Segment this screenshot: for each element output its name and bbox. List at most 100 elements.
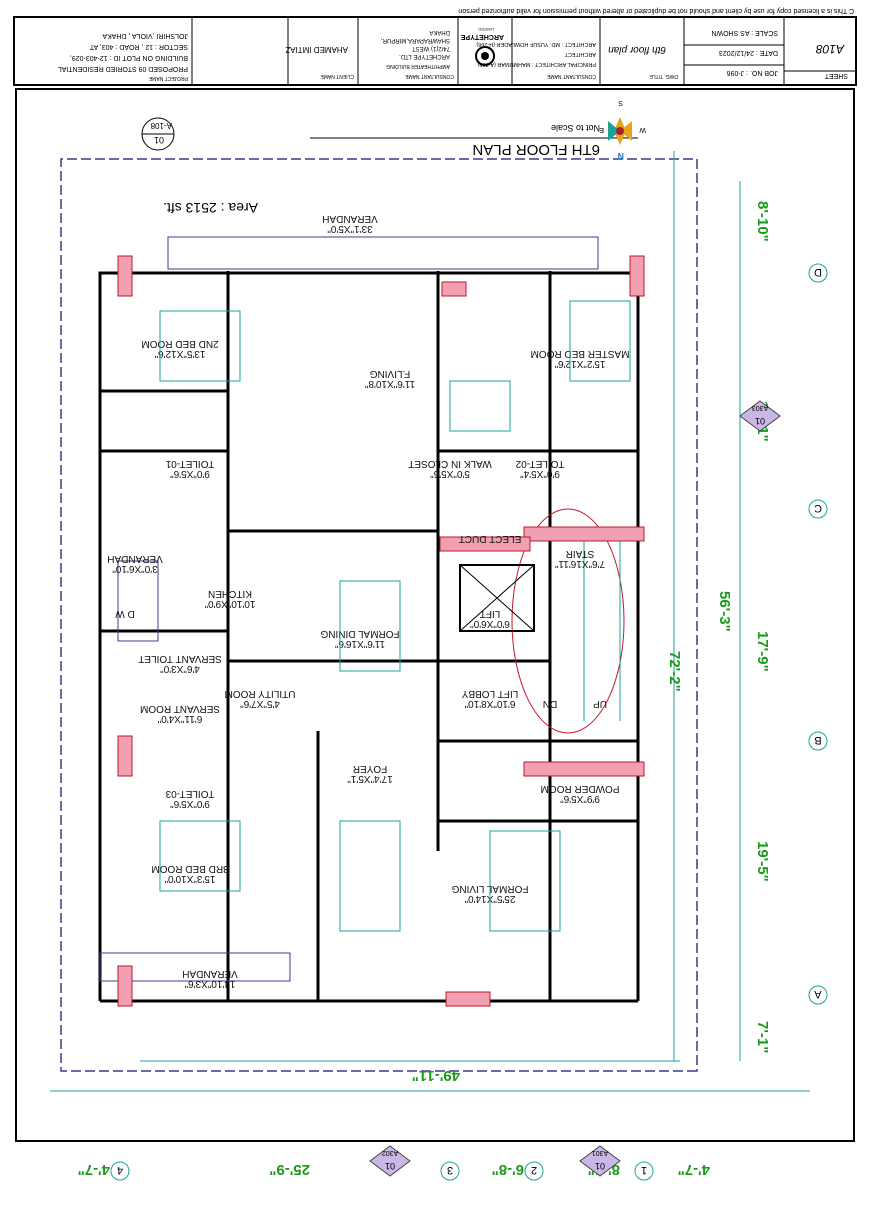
section-no: 01: [595, 1161, 605, 1171]
sheet-number: A108: [816, 42, 845, 56]
room-size: 10'10"X9'0": [204, 598, 255, 609]
furniture: [159, 300, 631, 932]
room-size: 11'6"X16'6": [334, 638, 385, 649]
project-line: SECTOR : 12 , ROAD : 403, AT: [89, 43, 188, 50]
dimension-text: 7'-1" 19'-5" 17'-9" 19'-1" 8'-10" 56'-3"…: [78, 201, 771, 1178]
job-number: JOB NO. : J-096: [727, 69, 778, 76]
grid-letter-labels: D C B A: [814, 266, 822, 1000]
room-size: 14'10"X3'6": [184, 978, 235, 989]
logo-subtext: LIMITED: [478, 27, 494, 32]
ref-sheet: A-108: [150, 121, 172, 130]
architect-line: PRINCIPAL ARCHITECT : MAHMUMAR (A-225): [477, 61, 596, 67]
grid-letters: [808, 263, 828, 1005]
room-size: 7'6"X16'11": [554, 558, 605, 569]
archetype-logo-core: [481, 52, 489, 60]
consultant-label: CONSULTANT NAME: [404, 73, 454, 79]
grid-number: 1: [641, 1164, 647, 1176]
stair-up-label: UP: [593, 698, 607, 709]
sheet-label: SHEET: [824, 72, 848, 79]
dim-right-v: 17'-9": [754, 631, 771, 672]
architect-line: ARCHITECT: [564, 51, 596, 57]
room-name: VERANDAH: [182, 968, 238, 979]
dimension-lines: [50, 151, 810, 1092]
room-size: 5'0"X5'6": [430, 468, 470, 479]
grid-number: 2: [531, 1164, 537, 1176]
structural-columns: [117, 255, 645, 1007]
room-size: 4'5"X7'6": [240, 698, 280, 709]
room-size: 9'0"X5'6": [170, 798, 210, 809]
project-line: BUILDING ON PLOT ID : 12-403-029,: [70, 54, 188, 61]
room-size: 9'0"X5'4": [520, 468, 560, 479]
architect-label: CONSULTANT NAME: [546, 73, 596, 79]
consultant-line: AMPHITHEATER BUILDING: [386, 63, 450, 69]
copyright-note: C This is a licensed copy for use by cli…: [458, 7, 854, 14]
room-name: TOILET-02: [515, 458, 564, 469]
scale-note: Not to Scale: [551, 123, 600, 133]
dwg-title: 6th floor plan: [608, 44, 666, 55]
section-no: 01: [385, 1161, 395, 1171]
room-name: VERANDAH: [322, 213, 378, 224]
room-name: 3RD BED ROOM: [151, 863, 228, 874]
room-name: POWDER ROOM: [541, 783, 620, 794]
room-size: 33'1"X5'0": [327, 223, 373, 234]
room-size: 3'0"X6'10": [112, 563, 158, 574]
grid-letter: D: [814, 266, 822, 278]
drawing-scale: SCALE : AS SHOWN: [711, 29, 778, 36]
section-markers: 01 A302 01 A301 01 A303: [369, 400, 781, 1177]
stair-down-label: DN: [543, 698, 557, 709]
consultant-line: DHAKA: [429, 29, 450, 35]
room-size: 17'4"X5'1": [347, 773, 393, 784]
dim-right-v: 8'-10": [754, 201, 771, 242]
dim-left-total: 72'-2": [666, 651, 683, 692]
grid-numbers: [110, 1161, 654, 1181]
building-walls: [98, 271, 640, 1003]
compass-s: S: [618, 99, 623, 106]
room-name: WALK IN CLOSET: [408, 458, 492, 469]
dishwasher-label: D W: [115, 608, 135, 619]
logo-text: ARCHETYPE: [460, 33, 504, 40]
title-block: SHEET A108 JOB NO. : J-096 DATE : 24/12/…: [58, 17, 856, 85]
room-name: LIFT: [480, 608, 501, 619]
consultant-line: SHAWRAPARA,MIRPUR,: [381, 37, 450, 43]
section-sheet: A302: [382, 1149, 398, 1156]
room-name: FOYER: [353, 763, 387, 774]
room-size: 6'0"X6'0": [470, 618, 510, 629]
room-size: 15'3"X10'0": [164, 873, 215, 884]
compass-w: W: [639, 126, 646, 133]
consultant-line: ARCHETYPE LTD.: [399, 53, 450, 59]
compass-rose: N S E W: [599, 99, 646, 161]
section-sheet: A301: [592, 1149, 608, 1156]
title-block-frame: [13, 16, 857, 86]
room-size: 9'9"X5'6": [560, 793, 600, 804]
section-sheet: A303: [752, 404, 768, 411]
stair-core: [459, 508, 625, 734]
verandah-rails: [99, 236, 599, 982]
room-name: UTILITY ROOM: [225, 688, 296, 699]
room-name: LIFT LOBBY: [461, 688, 518, 699]
room-size: 13'5"X12'6": [154, 348, 205, 359]
room-size: 9'0"X5'6": [170, 468, 210, 479]
room-size: 15'2"X12'6": [554, 358, 605, 369]
dwg-title-label: DWG. TITLE: [649, 73, 678, 79]
room-name: F.LIVING: [370, 368, 411, 379]
grid-number-labels: 4 3 2 1: [117, 1164, 647, 1176]
ref-number: 01: [154, 135, 164, 145]
room-name: SERVANT TOILET: [138, 653, 222, 664]
room-name: VERANDAH: [107, 553, 163, 564]
dim-bottom-h: 4'-7": [678, 1161, 710, 1178]
room-name: KITCHEN: [208, 588, 252, 599]
floor-area: Area : 2513 sft.: [163, 200, 258, 216]
dim-right-total: 56'-3": [716, 591, 733, 632]
room-size: 4'6"X3'0": [160, 663, 200, 674]
room-size: 11'6"X10'8": [364, 378, 415, 389]
grid-letter: C: [814, 502, 822, 514]
archetype-logo: [475, 46, 495, 66]
dim-bottom-h: 25'-9": [269, 1161, 310, 1178]
dim-bottom-h: 4'-7": [78, 1161, 110, 1178]
section-no: 01: [755, 416, 765, 426]
client-label: CLIENT NAME: [320, 73, 354, 79]
drawing-title: 6TH FLOOR PLAN: [472, 141, 600, 158]
room-name: SERVANT ROOM: [140, 703, 220, 714]
